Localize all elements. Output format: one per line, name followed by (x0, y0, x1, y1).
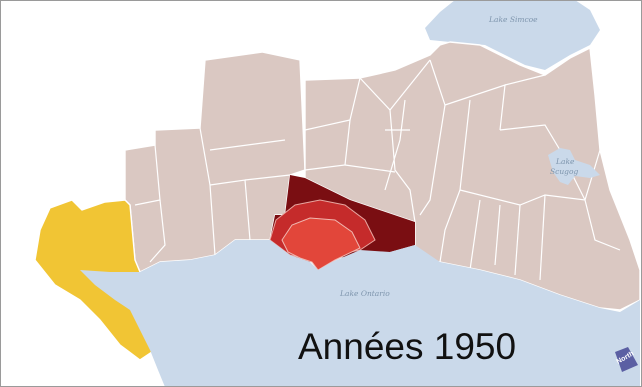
lake-simcoe (425, 0, 600, 70)
urban-bright-red (281, 217, 361, 271)
lake-scugog-label-line2: Scugog (550, 167, 578, 176)
lake-scugog (548, 148, 600, 185)
map-title: Années 1950 (298, 326, 517, 367)
lake-ontario (80, 240, 640, 387)
rural-regions (124, 41, 641, 311)
lake-scugog-label-line1: Lake (555, 157, 575, 166)
north-arrow: North (615, 347, 638, 372)
lake-simcoe-label: Lake Simcoe (488, 15, 538, 24)
lake-ontario-label: Lake Ontario (339, 289, 390, 298)
